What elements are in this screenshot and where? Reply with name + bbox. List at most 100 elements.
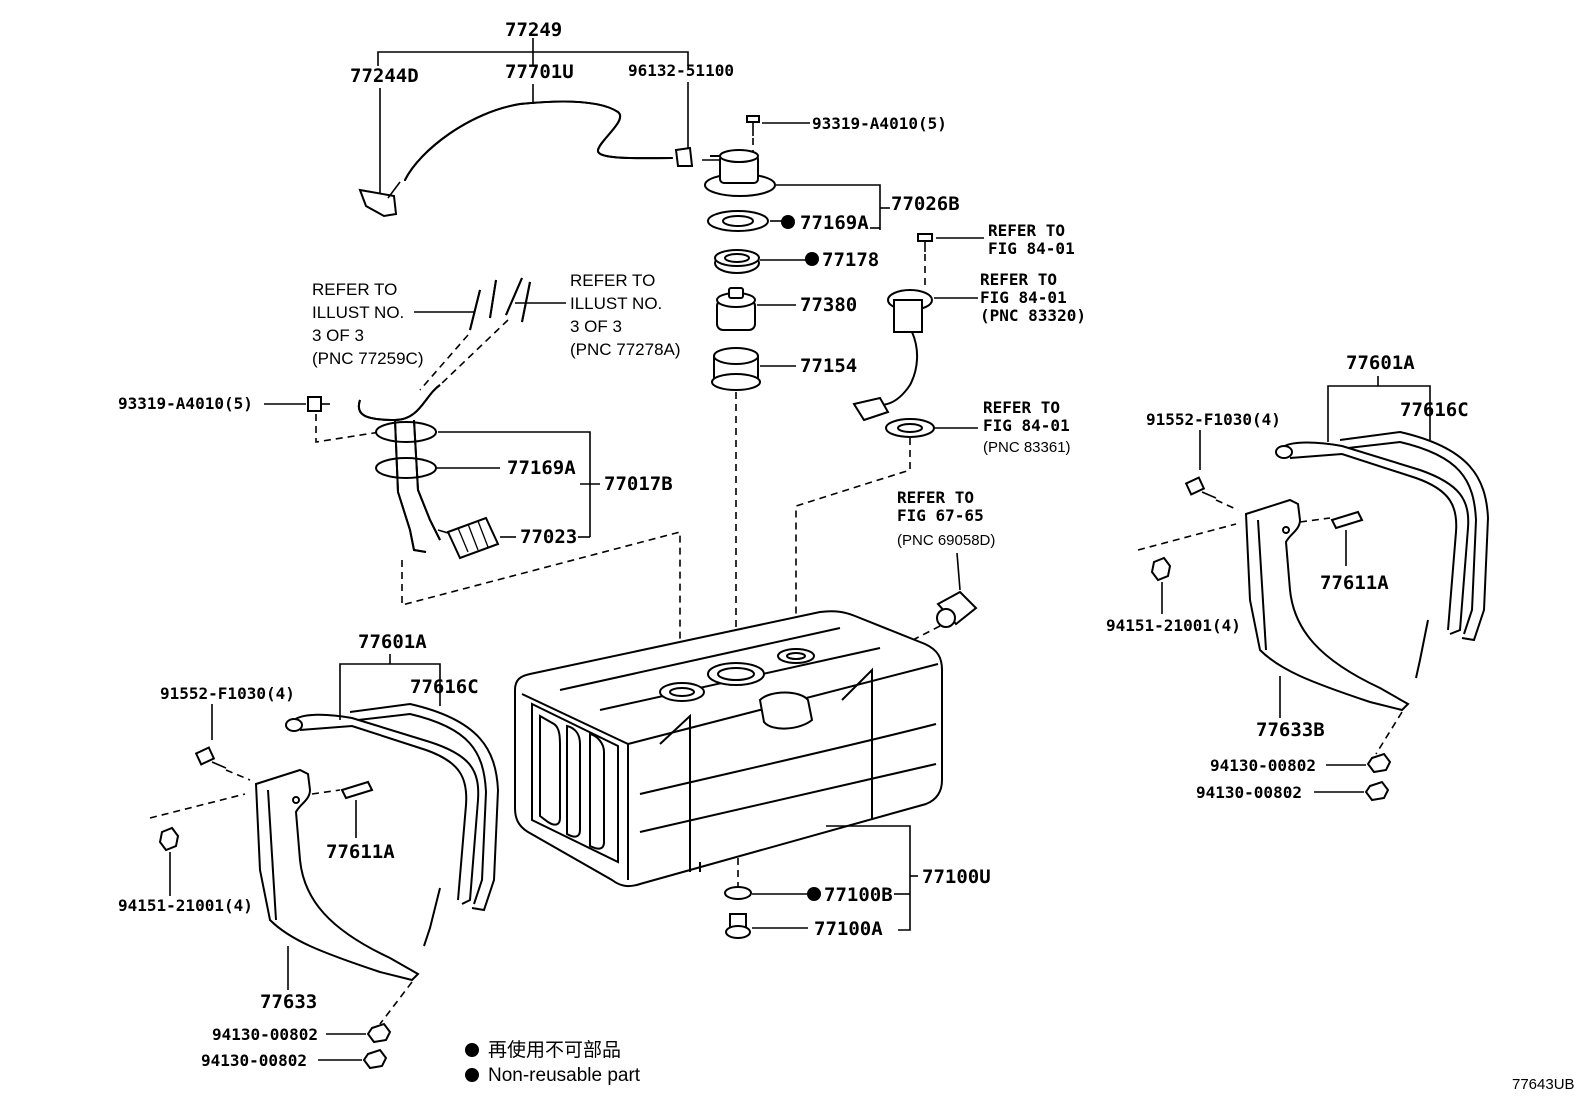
- refer-fig67-line2: FIG 67-65: [897, 506, 984, 525]
- label-77633B[interactable]: 77633B: [1256, 719, 1325, 741]
- refer-ill-a-line3: 3 OF 3: [312, 326, 364, 345]
- label-94130-left-b: 94130-00802: [201, 1051, 307, 1070]
- legend-dot-1: [465, 1043, 479, 1057]
- refer-fig84-a-line1: REFER TO: [988, 221, 1065, 240]
- nut-94151-left[interactable]: [158, 826, 180, 896]
- pump-body-77026B[interactable]: [702, 149, 776, 197]
- refer-fig67-line1: REFER TO: [897, 488, 974, 507]
- nut-94130-right-b[interactable]: [1364, 780, 1390, 802]
- refer-fig84-b-line2: FIG 84-01: [980, 288, 1067, 307]
- label-77026B[interactable]: 77026B: [891, 193, 960, 215]
- refer-fig-67-65: REFER TO FIG 67-65 (PNC 69058D): [799, 488, 995, 699]
- ring-77178[interactable]: 77178: [714, 249, 879, 274]
- label-77601A-right[interactable]: 77601A: [1346, 352, 1415, 374]
- label-77154: 77154: [800, 355, 857, 377]
- refer-fig84-c-line2: FIG 84-01: [983, 416, 1070, 435]
- refer-fig84-c-line3: (PNC 83361): [983, 439, 1071, 456]
- label-77023[interactable]: 77023: [520, 526, 577, 548]
- nut-94130-left-b[interactable]: [362, 1048, 388, 1070]
- plug-77100A[interactable]: 77100A: [725, 913, 883, 940]
- label-93319-left[interactable]: 93319-A4010(5): [118, 394, 253, 413]
- refer-fig84-b-line3: (PNC 83320): [980, 306, 1086, 325]
- refer-fig84-a-line2: FIG 84-01: [988, 239, 1075, 258]
- fuel-sender-gauge[interactable]: [852, 289, 933, 422]
- label-77100A: 77100A: [814, 918, 883, 940]
- label-77169A-top: 77169A: [800, 212, 869, 234]
- label-91552-left[interactable]: 91552-F1030(4): [160, 684, 295, 703]
- refer-ill-b-line3: 3 OF 3: [570, 317, 622, 336]
- pad-77616C-left[interactable]: [349, 702, 500, 912]
- screw-93319-left[interactable]: [307, 396, 330, 412]
- label-77100B: 77100B: [824, 884, 893, 906]
- bracket-77633B[interactable]: [1244, 498, 1410, 712]
- drain-valve-69058D[interactable]: [936, 590, 978, 628]
- label-94151-left[interactable]: 94151-21001(4): [118, 896, 253, 915]
- label-96132-51100[interactable]: 96132-51100: [628, 61, 734, 80]
- nut-94130-right-a[interactable]: [1366, 752, 1392, 774]
- label-77633[interactable]: 77633: [260, 991, 317, 1013]
- fuel-tank-77100U[interactable]: [514, 610, 943, 888]
- label-93319-top: 93319-A4010(5): [812, 114, 947, 133]
- refer-ill-a-line2: ILLUST NO.: [312, 303, 404, 322]
- suction-tube-group: REFER TO ILLUST NO. 3 OF 3 (PNC 77259C) …: [118, 271, 681, 680]
- label-77616C-left[interactable]: 77616C: [410, 676, 479, 698]
- label-77701U[interactable]: 77701U: [505, 61, 574, 83]
- vent-hose-group: 77249 77244D 77701U 96132-51100: [350, 19, 734, 218]
- legend: 再使用不可部品 Non-reusable part: [465, 1039, 641, 1086]
- vent-hose: [404, 100, 673, 181]
- label-77601A-left[interactable]: 77601A: [358, 631, 427, 653]
- bracket-77244D: [358, 188, 398, 218]
- diagram-code: 77643UB: [1512, 1076, 1575, 1093]
- refer-ill-a-line4: (PNC 77259C): [312, 349, 424, 368]
- label-94130-left-a: 94130-00802: [212, 1025, 318, 1044]
- bracket-77633[interactable]: [254, 768, 420, 982]
- label-77616C-right[interactable]: 77616C: [1400, 399, 1469, 421]
- label-91552-right[interactable]: 91552-F1030(4): [1146, 410, 1281, 429]
- refer-fig84-b-line1: REFER TO: [980, 270, 1057, 289]
- stud-77611A-right[interactable]: [1330, 510, 1364, 566]
- label-94130-right-a: 94130-00802: [1210, 756, 1316, 775]
- screw-refer-fig-84-01[interactable]: [917, 233, 984, 252]
- legend-line1: 再使用不可部品: [488, 1039, 621, 1061]
- suction-tube-77017B[interactable]: [357, 384, 441, 553]
- nut-94151-right[interactable]: [1150, 556, 1172, 614]
- label-77169A-mid[interactable]: 77169A: [507, 457, 576, 479]
- refer-fig84-c-line1: REFER TO: [983, 398, 1060, 417]
- right-strap-group: 77601A 77616C 91552-F1030(4): [1106, 352, 1490, 802]
- label-77611A-right[interactable]: 77611A: [1320, 572, 1389, 594]
- sender-gauge-group: REFER TO FIG 84-01 REFER TO FIG 84-01 (P…: [795, 221, 1086, 648]
- nut-94130-left-a[interactable]: [366, 1022, 392, 1044]
- left-strap-group: 77601A 77616C 91552-F1030(4): [118, 631, 500, 1070]
- refer-ill-b-line4: (PNC 77278A): [570, 340, 681, 359]
- clip-96132: [674, 146, 694, 167]
- refer-ill-b-line2: ILLUST NO.: [570, 294, 662, 313]
- label-77244D[interactable]: 77244D: [350, 65, 419, 87]
- legend-line2: Non-reusable part: [488, 1065, 641, 1086]
- pad-77616C-right[interactable]: [1339, 430, 1490, 642]
- label-77178: 77178: [822, 249, 879, 271]
- cup-77154[interactable]: 77154: [711, 347, 857, 391]
- label-77611A-left[interactable]: 77611A: [326, 841, 395, 863]
- refer-fig67-line3: (PNC 69058D): [897, 532, 995, 549]
- strap-77601A-left[interactable]: [285, 713, 480, 947]
- label-77100U[interactable]: 77100U: [922, 866, 991, 888]
- screw-93319-top[interactable]: 93319-A4010(5): [746, 114, 947, 136]
- stud-77611A-left[interactable]: [340, 780, 374, 838]
- label-77249[interactable]: 77249: [505, 19, 562, 41]
- label-77017B[interactable]: 77017B: [604, 473, 673, 495]
- filler-cap-stack: 93319-A4010(5) 77026B 77169A: [702, 114, 960, 665]
- legend-dot-2: [465, 1068, 479, 1082]
- label-94151-right[interactable]: 94151-21001(4): [1106, 616, 1241, 635]
- refer-ill-b-line1: REFER TO: [570, 271, 655, 290]
- part-77380[interactable]: 77380: [716, 287, 857, 331]
- bolt-91552-right[interactable]: [1184, 476, 1217, 499]
- washer-77100B[interactable]: 77100B: [724, 884, 910, 906]
- bolt-91552-left[interactable]: [194, 746, 227, 769]
- gasket-sender[interactable]: [885, 418, 935, 438]
- strap-77601A-right[interactable]: [1275, 441, 1470, 679]
- gasket-77169A-top[interactable]: 77169A: [707, 210, 880, 234]
- label-77380: 77380: [800, 294, 857, 316]
- filter-77023[interactable]: [437, 516, 516, 560]
- refer-ill-a-line1: REFER TO: [312, 280, 397, 299]
